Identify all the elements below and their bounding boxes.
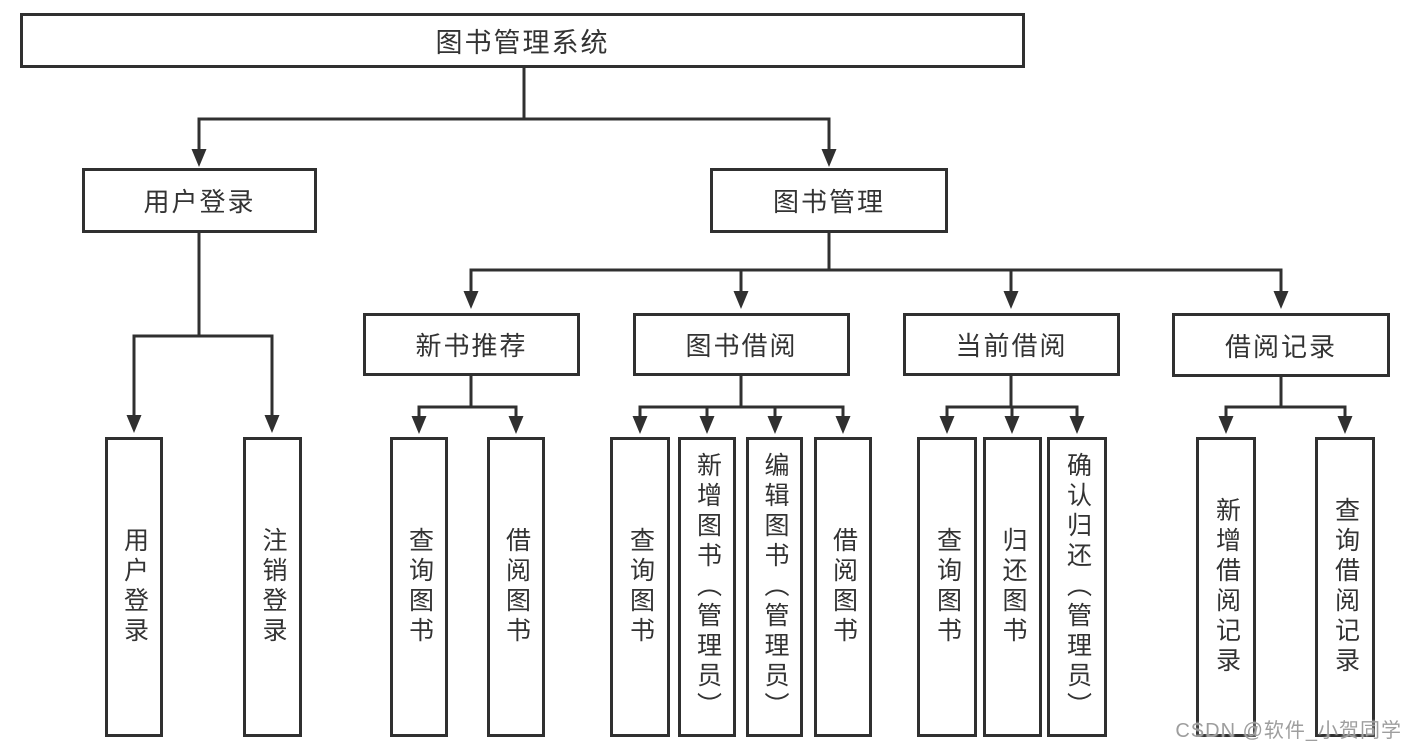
leaf-query-books-current: 查询图书	[917, 437, 977, 737]
node-label: 确认归还（管理员）	[1063, 452, 1092, 722]
node-label: 查询图书	[933, 527, 962, 647]
leaf-query-borrow-record: 查询借阅记录	[1315, 437, 1375, 737]
node-label: 查询图书	[405, 527, 434, 647]
node-user-login: 用户登录	[82, 168, 317, 233]
node-label: 用户登录	[143, 187, 256, 217]
node-label: 新增借阅记录	[1212, 497, 1241, 677]
leaf-edit-books-admin: 编辑图书（管理员）	[746, 437, 803, 737]
node-label: 查询借阅记录	[1331, 497, 1360, 677]
node-label: 图书管理	[772, 187, 885, 217]
leaf-return-books: 归还图书	[983, 437, 1042, 737]
leaf-borrow-books-borrowing: 借阅图书	[814, 437, 872, 737]
leaf-add-books-admin: 新增图书（管理员）	[678, 437, 736, 737]
node-label: 借阅图书	[829, 527, 858, 647]
leaf-query-books-borrowing: 查询图书	[610, 437, 670, 737]
node-label: 编辑图书（管理员）	[761, 452, 789, 722]
leaf-confirm-return-admin: 确认归还（管理员）	[1047, 437, 1107, 737]
leaf-user-login: 用户登录	[105, 437, 163, 737]
node-book-borrowing: 图书借阅	[633, 313, 850, 376]
node-label: 查询图书	[626, 527, 655, 647]
node-label: 归还图书	[999, 527, 1027, 647]
node-current-borrowing: 当前借阅	[903, 313, 1120, 376]
node-new-book-recommendation: 新书推荐	[363, 313, 580, 376]
node-label: 新书推荐	[415, 331, 528, 361]
leaf-add-borrow-record: 新增借阅记录	[1196, 437, 1256, 737]
node-label: 新增图书（管理员）	[693, 452, 722, 722]
node-label: 当前借阅	[955, 331, 1068, 361]
leaf-borrow-books-recommend: 借阅图书	[487, 437, 545, 737]
node-library-management-system: 图书管理系统	[20, 13, 1025, 68]
node-label: 图书管理系统	[435, 28, 610, 58]
node-label: 图书借阅	[685, 331, 798, 361]
node-label: 借阅记录	[1224, 331, 1337, 362]
node-borrowing-records: 借阅记录	[1172, 313, 1390, 377]
node-label: 用户登录	[120, 527, 149, 647]
csdn-watermark: CSDN @软件_小贺同学	[1175, 720, 1402, 742]
node-book-management: 图书管理	[710, 168, 948, 233]
node-label: 注销登录	[259, 527, 287, 647]
leaf-logout-login: 注销登录	[243, 437, 302, 737]
leaf-query-books-recommend: 查询图书	[390, 437, 448, 737]
node-label: 借阅图书	[502, 527, 531, 647]
